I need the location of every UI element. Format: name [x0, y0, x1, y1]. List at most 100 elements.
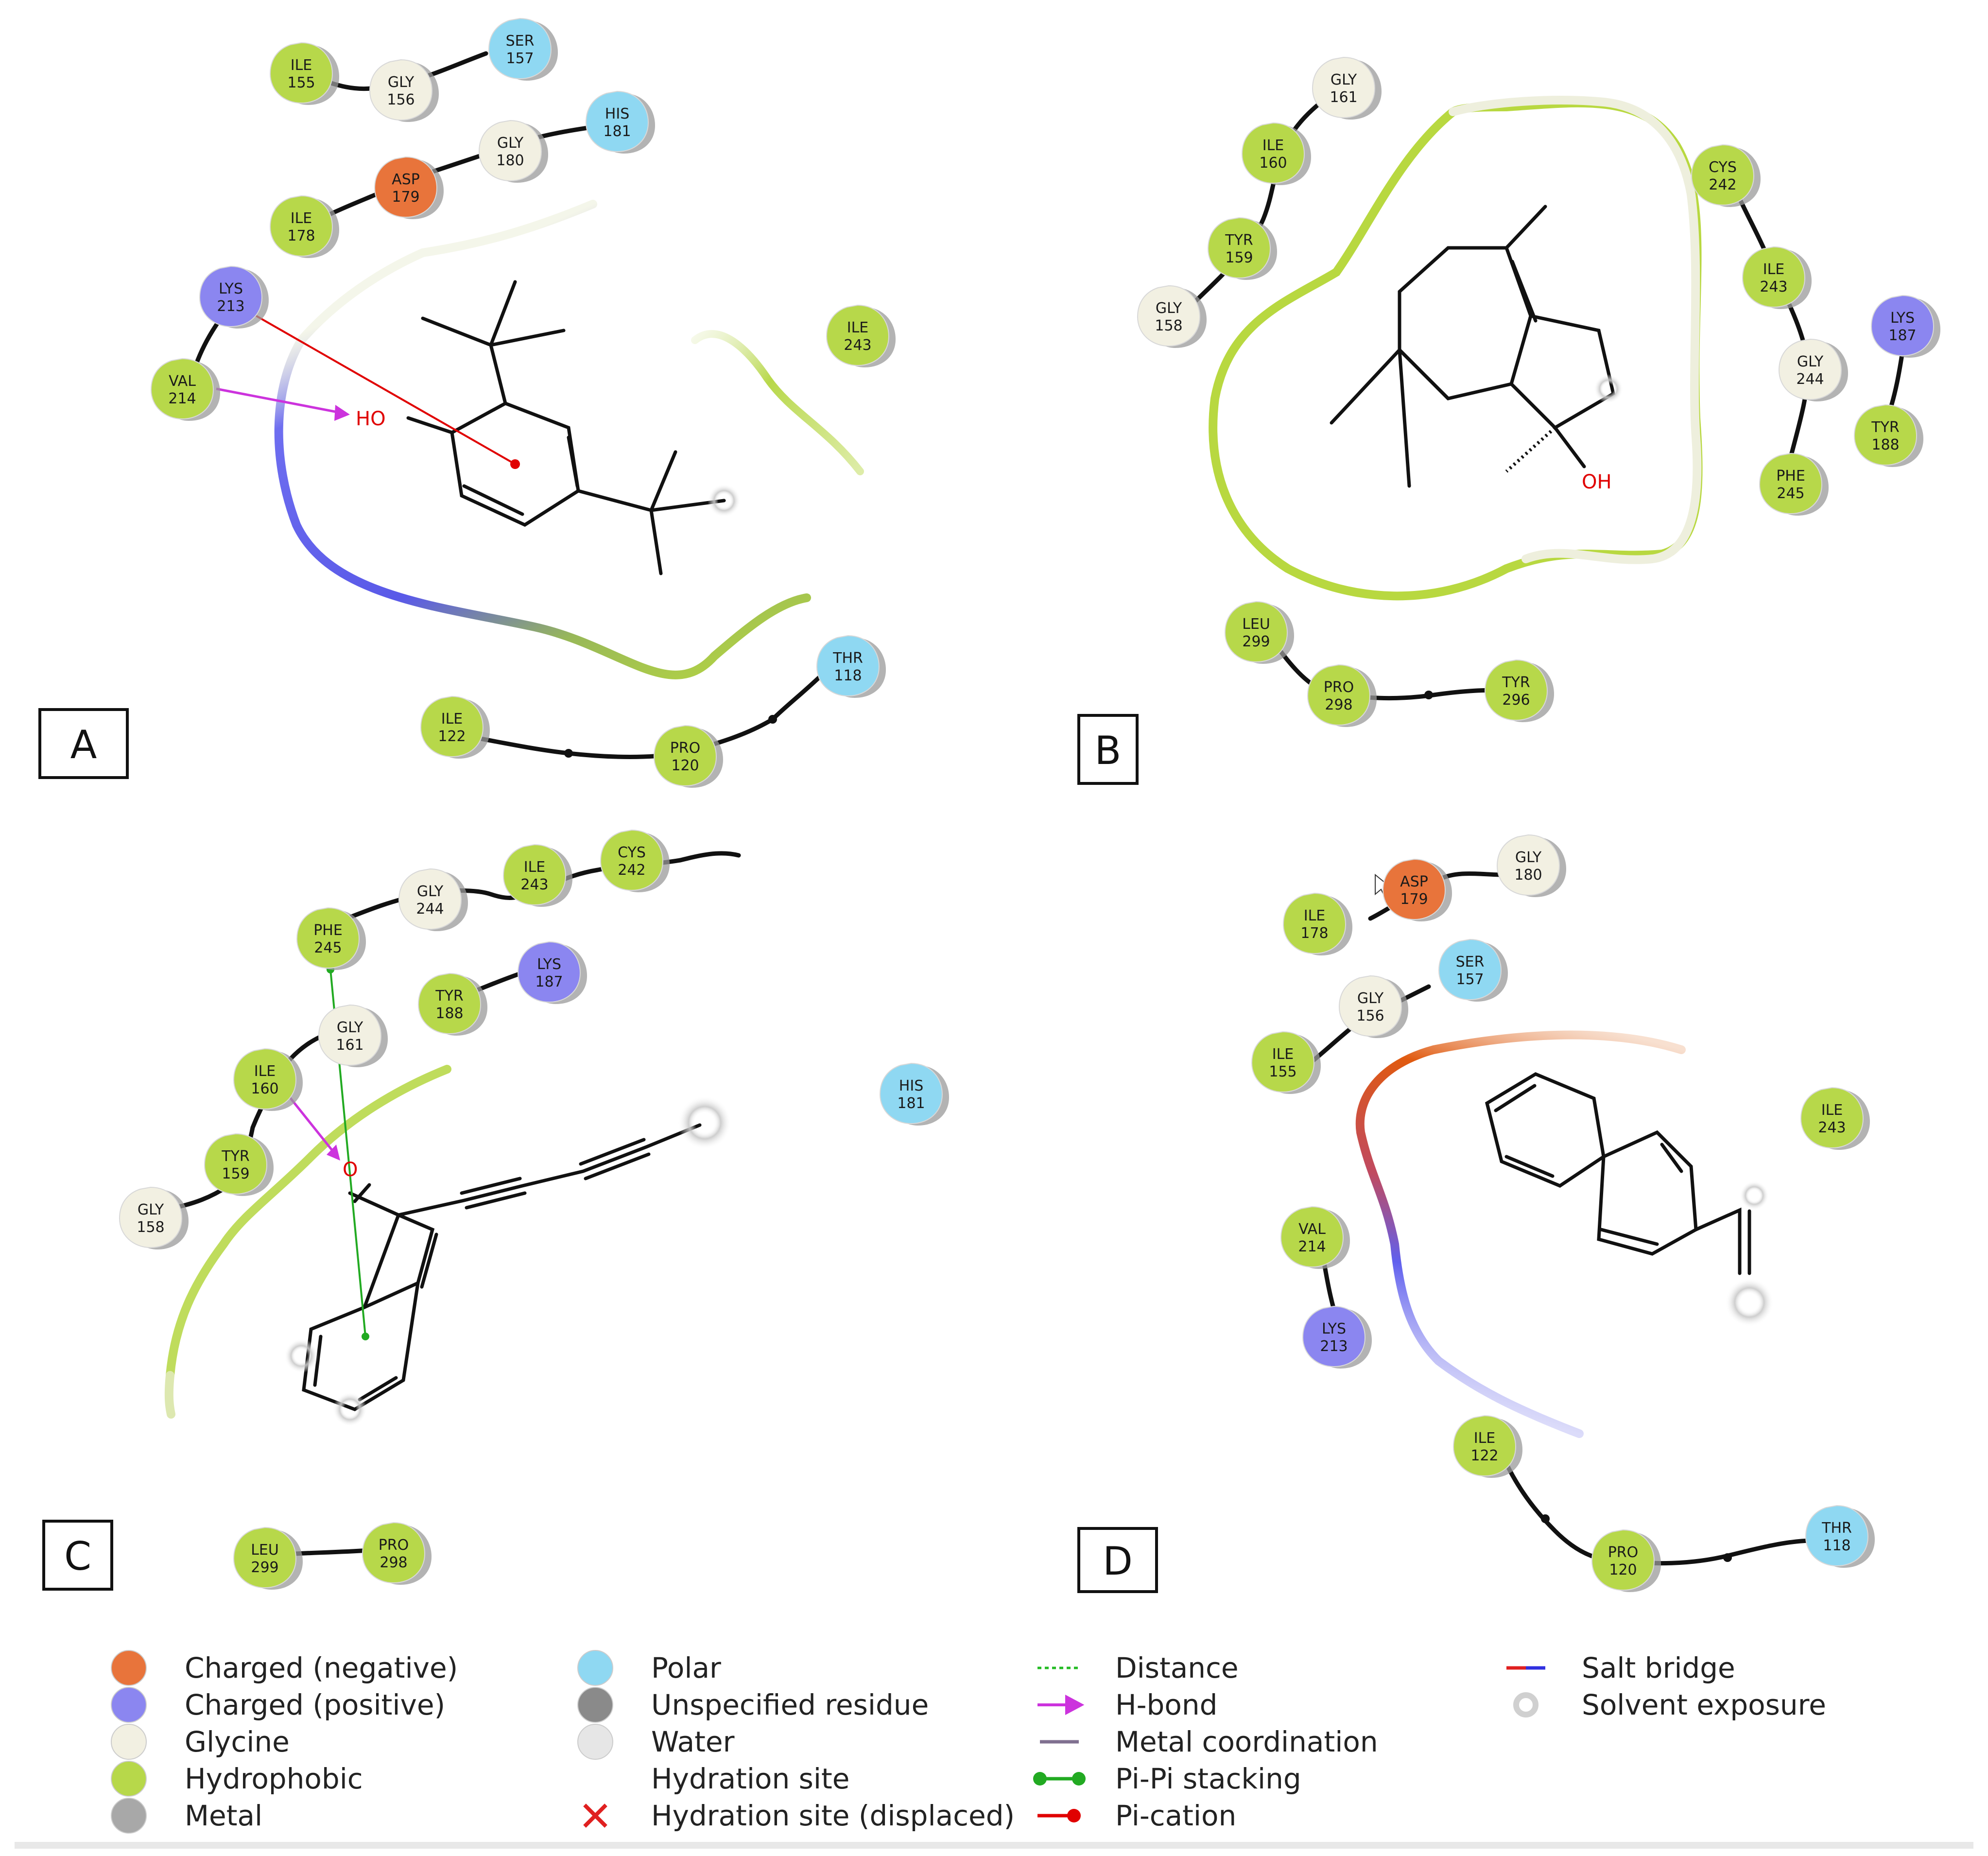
chain-node	[768, 715, 777, 724]
dumbbell-end-icon	[1033, 1772, 1047, 1786]
residue-name: LYS	[219, 280, 243, 297]
residue-body	[653, 725, 717, 787]
residue-body	[1282, 892, 1347, 954]
legend-label: Charged (negative)	[185, 1651, 458, 1684]
legend-item-saltbridge: Salt bridge	[1506, 1651, 1735, 1684]
residue-body	[502, 844, 567, 906]
residue-body	[1382, 858, 1446, 920]
legend: Charged (negative)Charged (positive)Glyc…	[111, 1650, 1826, 1834]
residue-number: 244	[416, 901, 444, 918]
residue-name: TYR	[1225, 232, 1253, 249]
residue-name: GLY	[138, 1201, 164, 1218]
residue-body	[374, 156, 438, 218]
residue-number: 160	[251, 1080, 278, 1097]
residue-body	[1484, 659, 1548, 721]
legend-item-polar: Polar	[577, 1650, 721, 1686]
chain-c3	[158, 1028, 343, 1213]
residue-body	[1207, 217, 1271, 279]
residue-number: 159	[222, 1165, 249, 1182]
residue-body	[1338, 975, 1402, 1037]
residue-body	[1870, 295, 1935, 357]
ligand-b	[1330, 205, 1623, 488]
residue-body	[517, 941, 581, 1003]
residue-number: 181	[897, 1095, 925, 1112]
residue-number: 160	[1259, 155, 1287, 172]
residue-name: GLY	[1797, 353, 1824, 370]
pocket-outline-c-fade	[164, 1371, 175, 1419]
residue-name: LEU	[1242, 616, 1270, 633]
residue-name: ILE	[1304, 907, 1326, 924]
residue-body	[119, 1186, 183, 1249]
residue-body	[362, 1522, 426, 1584]
legend-item-pipi: Pi-Pi stacking	[1033, 1762, 1301, 1795]
residue-name: TYR	[1502, 674, 1530, 691]
chain-a4	[449, 668, 829, 759]
legend-swatch-icon	[111, 1687, 147, 1723]
residue-name: THR	[832, 650, 863, 667]
solvent-exposure-marker	[333, 1392, 367, 1426]
residue-number: 298	[380, 1554, 407, 1571]
panel-label-c: C	[64, 1534, 91, 1579]
residue-name: GLY	[388, 74, 415, 91]
residue-number: 181	[603, 123, 631, 140]
residue-body	[1800, 1087, 1864, 1149]
residue-number: 214	[168, 390, 196, 407]
residue-number: 299	[1242, 633, 1270, 650]
residue-number: 188	[435, 1005, 463, 1022]
legend-item-metal-coord: Metal coordination	[1040, 1725, 1378, 1758]
residue-number: 120	[671, 757, 699, 774]
residue-name: VAL	[1298, 1221, 1326, 1238]
legend-swatch-icon	[577, 1687, 613, 1723]
residue-body	[879, 1062, 943, 1125]
residue-name: GLY	[417, 883, 444, 900]
chain-d4	[1499, 1451, 1815, 1566]
residue-body	[1280, 1206, 1344, 1268]
panel-label-d: D	[1103, 1539, 1133, 1584]
residue-body	[199, 265, 263, 328]
residue-body	[150, 358, 214, 420]
legend-item-glycine: Glycine	[111, 1724, 290, 1760]
chain-node	[1541, 1514, 1550, 1523]
residue-body	[233, 1526, 297, 1589]
residue-body	[420, 695, 484, 758]
solvent-exposure-marker	[284, 1339, 318, 1373]
residue-number: 242	[1709, 176, 1736, 193]
residue-name: PRO	[1608, 1544, 1639, 1561]
residue-number: 178	[287, 227, 315, 244]
residue-name: TYR	[221, 1148, 250, 1165]
residue-number: 158	[137, 1219, 164, 1236]
pi-cation-line	[230, 300, 516, 465]
ring-icon	[1513, 1692, 1539, 1717]
residue-body	[318, 1004, 382, 1066]
legend-item-distance: Distance	[1037, 1651, 1239, 1684]
dumbbell-end-icon	[1072, 1772, 1086, 1786]
residue-number: 299	[251, 1559, 278, 1576]
residue-name: PRO	[1324, 679, 1354, 696]
residue-body	[488, 17, 552, 80]
residue-name: HIS	[605, 105, 629, 122]
residue-body	[478, 120, 542, 182]
legend-label: Glycine	[185, 1725, 290, 1758]
legend-label: Polar	[651, 1651, 721, 1684]
residue-name: PHE	[313, 922, 343, 939]
legend-item-water: Water	[577, 1724, 735, 1760]
legend-item-hydrophobic: Hydrophobic	[111, 1761, 363, 1797]
legend-label: Salt bridge	[1582, 1651, 1735, 1684]
